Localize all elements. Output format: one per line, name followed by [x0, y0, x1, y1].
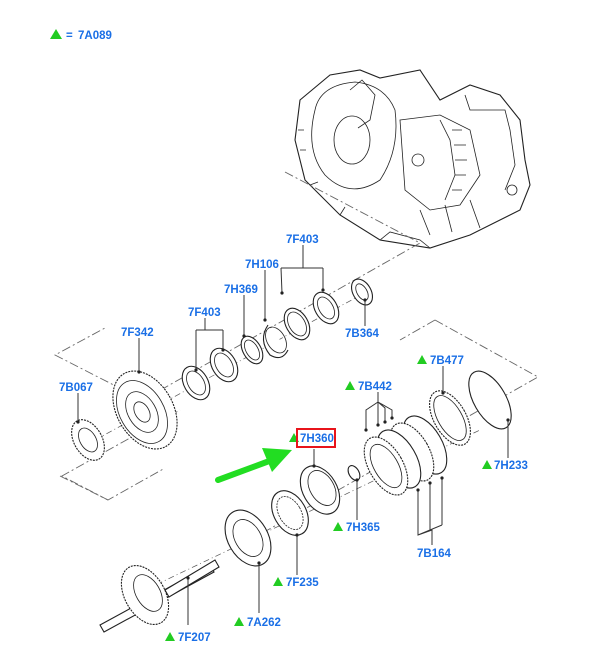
part-7F403-top-drawing	[283, 291, 340, 341]
part-7B477-drawing	[429, 390, 471, 446]
label-7H360[interactable]: 7H360	[300, 433, 334, 445]
part-7A262-drawing	[224, 509, 272, 567]
label-7B067[interactable]: 7B067	[59, 382, 93, 394]
label-7B164[interactable]: 7B164	[417, 548, 451, 560]
legend: = 7A089	[50, 29, 112, 42]
lower-axis-line	[144, 429, 481, 591]
part-7F403-mid-drawing	[181, 347, 239, 401]
marker-triangle-icon	[50, 29, 62, 39]
part-7F342-drawing	[112, 370, 178, 450]
part-7F235-drawing	[271, 490, 309, 536]
marker-triangle-icon	[482, 460, 492, 469]
part-7F207-drawing	[99, 559, 220, 633]
label-7H369[interactable]: 7H369	[224, 284, 258, 296]
part-7H106-drawing	[262, 324, 289, 359]
label-7B364[interactable]: 7B364	[345, 328, 379, 340]
part-7B364-drawing	[350, 278, 374, 306]
label-7F207[interactable]: 7F207	[178, 632, 211, 644]
leader-lines	[76, 245, 510, 625]
part-7H360-drawing	[299, 465, 341, 515]
legend-code: 7A089	[78, 30, 112, 42]
label-7H106[interactable]: 7H106	[245, 259, 279, 271]
part-7B067-drawing	[71, 419, 105, 461]
part-7H369-drawing	[240, 335, 264, 365]
part-7H365-drawing	[347, 465, 361, 481]
label-7A262[interactable]: 7A262	[247, 617, 281, 629]
marker-triangle-icon	[333, 522, 343, 531]
legend-equals: =	[66, 30, 73, 42]
marker-triangle-icon	[345, 381, 355, 390]
label-7H233[interactable]: 7H233	[494, 460, 528, 472]
transmission-housing	[294, 69, 531, 249]
label-7H365[interactable]: 7H365	[346, 522, 380, 534]
highlight-arrow-icon	[215, 448, 292, 483]
label-7B442[interactable]: 7B442	[358, 381, 392, 393]
highlight-box	[296, 428, 336, 448]
marker-triangle-icon	[273, 577, 283, 586]
marker-triangle-icon	[165, 632, 175, 641]
part-labels: 7F403 7H106 7H369 7B364 7F403 7F342 7B06…	[59, 234, 528, 644]
label-7F403-mid[interactable]: 7F403	[188, 307, 221, 319]
label-7F342[interactable]: 7F342	[121, 327, 154, 339]
label-7F235[interactable]: 7F235	[286, 577, 319, 589]
marker-triangle-icon	[234, 617, 244, 626]
label-7F403-top[interactable]: 7F403	[286, 234, 319, 246]
part-7H233-drawing	[468, 370, 512, 430]
marker-triangle-icon	[417, 355, 427, 364]
part-7B442-drawing	[363, 415, 448, 496]
label-7B477[interactable]: 7B477	[430, 355, 464, 367]
